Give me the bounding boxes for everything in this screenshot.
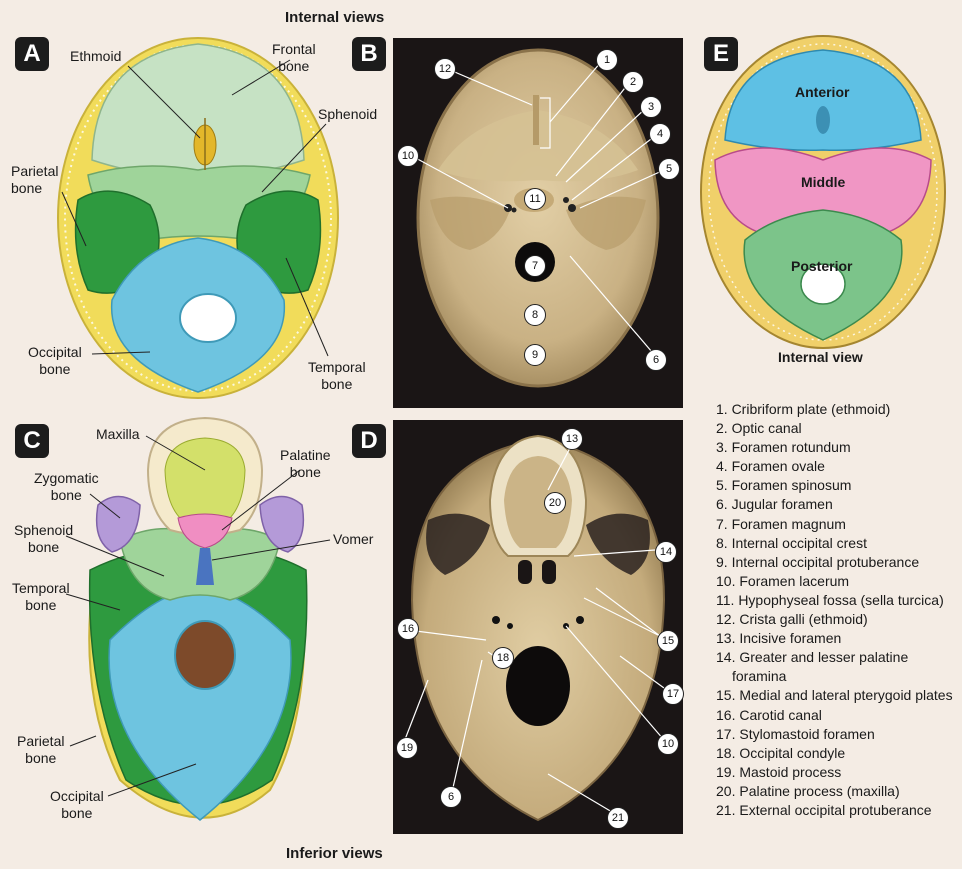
legend-item: 7. Foramen magnum xyxy=(716,515,846,532)
legend-item: 4. Foramen ovale xyxy=(716,458,825,475)
legend-item: 19. Mastoid process xyxy=(716,763,842,780)
panel-b-photo xyxy=(393,38,683,408)
palatine-bone-label: Palatine bone xyxy=(280,447,331,480)
internal-views-heading: Internal views xyxy=(285,9,385,26)
legend-item: 13. Incisive foramen xyxy=(716,630,842,647)
b-number-8: 8 xyxy=(524,304,546,326)
b-number-2: 2 xyxy=(622,71,644,93)
parietal-bone-label: Parietal bone xyxy=(11,163,59,196)
panel-b-badge: B xyxy=(352,37,386,71)
b-number-12: 12 xyxy=(434,58,456,80)
b-number-11: 11 xyxy=(524,188,546,210)
temporal-bone-c-label: Temporal bone xyxy=(12,580,70,613)
d-number-10: 10 xyxy=(657,733,679,755)
b-number-3: 3 xyxy=(640,96,662,118)
occipital-bone-c-label: Occipital bone xyxy=(50,788,104,821)
panel-a-badge: A xyxy=(15,37,49,71)
d-number-17: 17 xyxy=(662,683,684,705)
legend-item: 11. Hypophyseal fossa (sella turcica) xyxy=(716,591,944,608)
b-number-10: 10 xyxy=(397,145,419,167)
zygomatic-bone-label: Zygomatic bone xyxy=(34,470,99,503)
d-number-15: 15 xyxy=(657,630,679,652)
panel-d-photo xyxy=(393,420,683,834)
legend-item: 3. Foramen rotundum xyxy=(716,439,851,456)
legend-item: 14. Greater and lesser palatine foramina xyxy=(716,649,909,685)
panel-d-badge: D xyxy=(352,424,386,458)
maxilla-label: Maxilla xyxy=(96,426,140,442)
d-number-13: 13 xyxy=(561,428,583,450)
sphenoid-label: Sphenoid xyxy=(318,106,378,122)
legend-item: 16. Carotid canal xyxy=(716,706,822,723)
d-number-19: 19 xyxy=(396,737,418,759)
d-number-16: 16 xyxy=(397,618,419,640)
b-number-5: 5 xyxy=(658,158,680,180)
b-number-6: 6 xyxy=(645,349,667,371)
d-number-14: 14 xyxy=(655,541,677,563)
b-number-1: 1 xyxy=(596,49,618,71)
legend-item: 21. External occipital protuberance xyxy=(716,801,932,818)
panel-e-badge: E xyxy=(704,37,738,71)
legend-item: 9. Internal occipital protuberance xyxy=(716,553,920,570)
d-number-6: 6 xyxy=(440,786,462,808)
legend-item: 12. Crista galli (ethmoid) xyxy=(716,611,868,628)
temporal-bone-label: Temporal bone xyxy=(308,359,366,392)
posterior-zone-label: Posterior xyxy=(791,258,853,274)
panel-e-skull xyxy=(700,35,946,349)
vomer-label: Vomer xyxy=(333,531,374,547)
structure-legend: 1. Cribriform plate (ethmoid) 2. Optic c… xyxy=(716,400,962,820)
d-number-21: 21 xyxy=(607,807,629,829)
internal-view-caption: Internal view xyxy=(778,349,863,365)
legend-item: 1. Cribriform plate (ethmoid) xyxy=(716,401,891,417)
sphenoid-bone-label: Sphenoid bone xyxy=(14,522,74,555)
d-number-20: 20 xyxy=(544,492,566,514)
frontal-bone-label: Frontal bone xyxy=(272,41,316,74)
anterior-zone-label: Anterior xyxy=(795,84,850,100)
occipital-bone-label: Occipital bone xyxy=(28,344,82,377)
panel-c-badge: C xyxy=(15,424,49,458)
legend-item: 17. Stylomastoid foramen xyxy=(716,725,875,742)
parietal-bone-c-label: Parietal bone xyxy=(17,733,65,766)
panel-a-skull xyxy=(57,37,339,399)
inferior-views-heading: Inferior views xyxy=(286,845,383,862)
d-number-18: 18 xyxy=(492,647,514,669)
legend-item: 6. Jugular foramen xyxy=(716,496,833,513)
legend-item: 18. Occipital condyle xyxy=(716,744,846,761)
panel-c-skull xyxy=(65,416,331,821)
legend-item: 15. Medial and lateral pterygoid plates xyxy=(716,687,953,704)
legend-item: 2. Optic canal xyxy=(716,420,802,437)
legend-item: 5. Foramen spinosum xyxy=(716,477,852,494)
foramen-magnum xyxy=(179,293,237,343)
b-number-4: 4 xyxy=(649,123,671,145)
legend-item: 10. Foramen lacerum xyxy=(716,572,850,589)
middle-zone-label: Middle xyxy=(801,174,846,190)
anterior-fossa xyxy=(724,49,922,152)
legend-item: 20. Palatine process (maxilla) xyxy=(716,782,900,799)
legend-item: 8. Internal occipital crest xyxy=(716,534,867,551)
ethmoid-label: Ethmoid xyxy=(70,48,122,64)
b-number-9: 9 xyxy=(524,344,546,366)
b-number-7: 7 xyxy=(524,255,546,277)
